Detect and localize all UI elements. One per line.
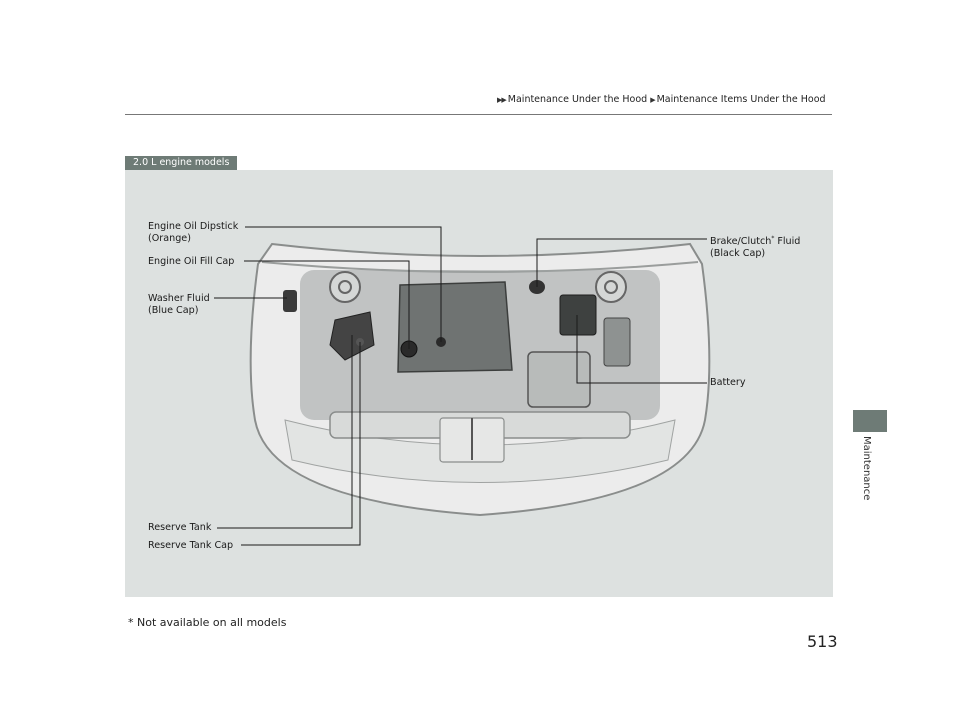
breadcrumb-item[interactable]: Maintenance Under the Hood (507, 94, 648, 105)
panel-title: 2.0 L engine models (125, 156, 238, 170)
label-brake-clutch-fluid: Brake/Clutch* Fluid (Black Cap) (710, 235, 801, 259)
label-reserve-tank-cap: Reserve Tank Cap (148, 540, 234, 551)
breadcrumb: ▶▶Maintenance Under the Hood ▶Maintenanc… (497, 94, 826, 105)
air-box (527, 351, 591, 408)
strut-tower-right (595, 271, 627, 303)
battery-shape (559, 294, 597, 336)
washer-reservoir (283, 290, 297, 312)
leader-battery (576, 315, 707, 384)
breadcrumb-item[interactable]: Maintenance Items Under the Hood (656, 94, 826, 105)
page-number: 513 (807, 632, 838, 651)
leader-brake-clutch (536, 238, 707, 287)
leader-reserve-tank-cap (241, 342, 361, 546)
label-washer-fluid: Washer Fluid (Blue Cap) (148, 293, 210, 316)
label-battery: Battery (710, 377, 746, 388)
arrow-icon: ▶ (650, 96, 655, 104)
section-tab[interactable] (853, 410, 887, 432)
leader-reserve-tank (217, 335, 353, 529)
engine-block (397, 281, 513, 373)
strut-tower-left (329, 271, 361, 303)
double-arrow-icon: ▶▶ (497, 96, 507, 104)
footnote-asterisk: * (771, 235, 775, 242)
fuse-box (603, 317, 631, 367)
leader-oil-dipstick (245, 226, 442, 342)
label-reserve-tank: Reserve Tank (148, 522, 212, 533)
label-engine-oil-dipstick: Engine Oil Dipstick (Orange) (148, 221, 239, 244)
section-tab-label: Maintenance (861, 436, 872, 501)
leader-oil-fill-cap (244, 260, 410, 349)
label-engine-oil-fill-cap: Engine Oil Fill Cap (148, 256, 235, 267)
footnote: * Not available on all models (128, 616, 287, 629)
header-rule (125, 114, 832, 115)
